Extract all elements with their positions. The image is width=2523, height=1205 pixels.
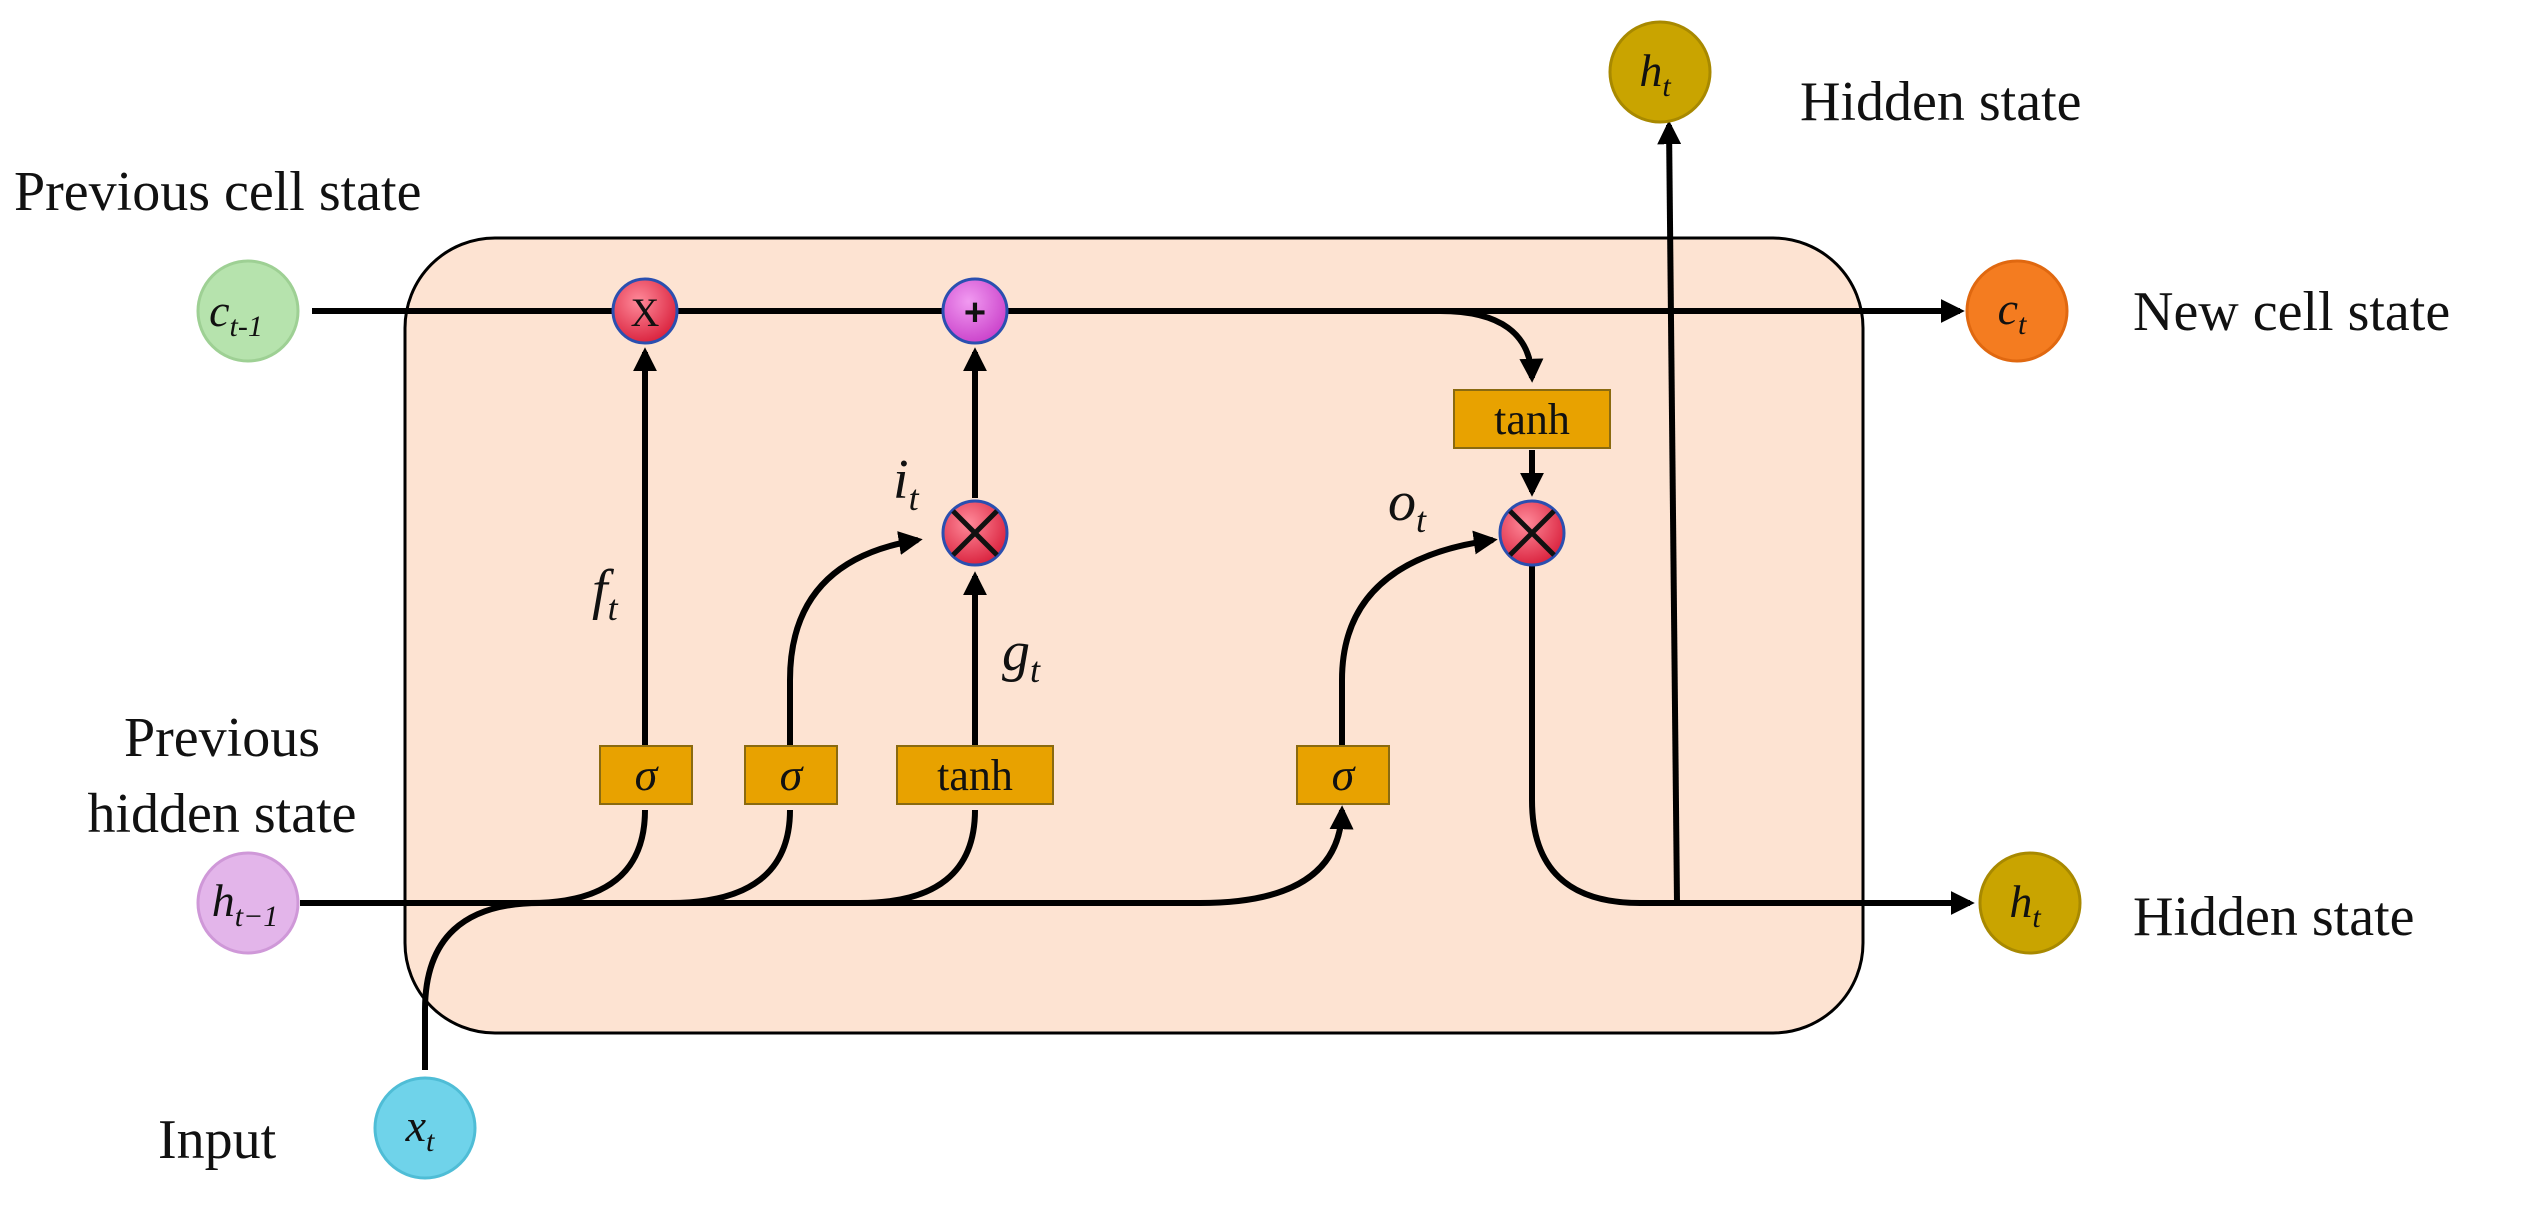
input-gate: σ — [744, 745, 838, 805]
forget-multiply-icon: X — [611, 277, 679, 345]
output-gate-up-wire — [1339, 530, 1498, 746]
c-t-node: ct — [1965, 259, 2069, 363]
input-label: Input — [158, 1109, 277, 1171]
svg-text:+: + — [964, 292, 986, 334]
hidden-state-top-label: Hidden state — [1800, 71, 2081, 133]
svg-text:xt: xt — [405, 1100, 435, 1158]
previous-hidden-label-line2: hidden state — [87, 783, 356, 845]
candidate-gate: tanh — [896, 745, 1054, 805]
input-gate-up-wire — [787, 531, 923, 746]
svg-text:ht−1: ht−1 — [212, 875, 279, 933]
svg-text:ct-1: ct-1 — [209, 285, 263, 343]
input-branch-wire — [669, 809, 793, 906]
svg-text:tanh: tanh — [1494, 395, 1570, 444]
cell-tanh-gate: tanh — [1453, 389, 1611, 449]
svg-text:σ: σ — [1332, 749, 1357, 800]
candidate-signal-label: gt — [1002, 621, 1041, 690]
new-cell-state-label: New cell state — [2133, 281, 2450, 343]
input-wire — [422, 900, 541, 1070]
input-signal-label: it — [893, 449, 920, 518]
svg-text:X: X — [631, 290, 660, 335]
svg-text:tanh: tanh — [937, 751, 1013, 800]
svg-text:ht: ht — [2009, 876, 2041, 934]
hidden-state-right-label: Hidden state — [2133, 886, 2414, 948]
c-prev-node: ct-1 — [196, 259, 300, 363]
previous-hidden-label-line1: Previous — [124, 707, 320, 769]
previous-cell-state-label: Previous cell state — [14, 161, 421, 223]
h-t-top-node: ht — [1608, 20, 1712, 124]
add-icon: + — [941, 277, 1009, 345]
to-output-sigma-wire — [1199, 805, 1354, 906]
forget-branch-wire — [529, 809, 648, 906]
svg-text:ct: ct — [1998, 283, 2027, 341]
h-t-right-node: ht — [1978, 851, 2082, 955]
output-to-hidden-wire — [1529, 565, 1975, 915]
forget-gate: σ — [599, 745, 693, 805]
candidate-branch-wire — [859, 809, 978, 906]
svg-text:σ: σ — [780, 749, 805, 800]
svg-text:σ: σ — [635, 749, 660, 800]
lstm-cell-body — [403, 236, 1865, 1035]
svg-text:ht: ht — [1639, 45, 1671, 103]
output-multiply-icon — [1498, 499, 1566, 567]
output-gate: σ — [1296, 745, 1390, 805]
input-multiply-icon — [941, 499, 1009, 567]
hidden-up-wire — [1657, 120, 1682, 904]
cell-to-tanh-wire — [1439, 308, 1544, 383]
x-t-node: xt — [373, 1076, 477, 1180]
output-signal-label: ot — [1388, 471, 1427, 540]
h-prev-node: ht−1 — [196, 851, 300, 955]
